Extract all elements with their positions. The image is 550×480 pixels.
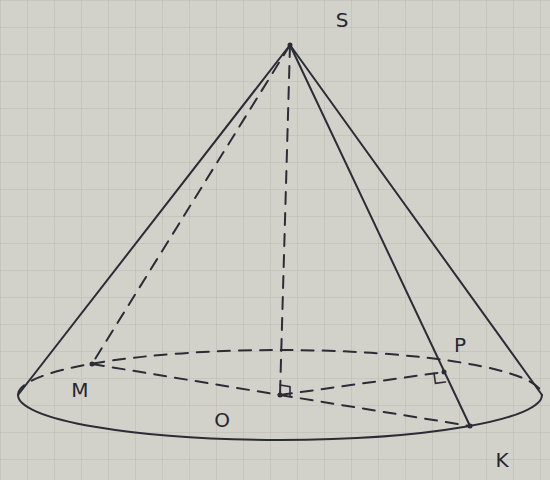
point-label: P <box>454 335 466 355</box>
point-label: S <box>336 10 349 30</box>
left-generator <box>18 45 290 395</box>
height-so <box>280 45 290 395</box>
center-dot <box>278 393 283 398</box>
radius-ok <box>280 395 470 426</box>
vertex-dot <box>288 43 293 48</box>
right-angle-mark <box>434 373 446 383</box>
segment-op <box>280 372 444 395</box>
segment-sm <box>92 45 290 364</box>
segment-sk <box>290 45 470 426</box>
point-dot <box>468 424 473 429</box>
point-label: M <box>71 380 88 400</box>
point-label: O <box>214 410 230 430</box>
point-dot <box>90 362 95 367</box>
radius-om <box>92 364 280 395</box>
point-dot <box>442 370 447 375</box>
base-front-arc <box>18 395 542 440</box>
right-generator <box>290 45 542 395</box>
point-label: K <box>495 450 508 470</box>
